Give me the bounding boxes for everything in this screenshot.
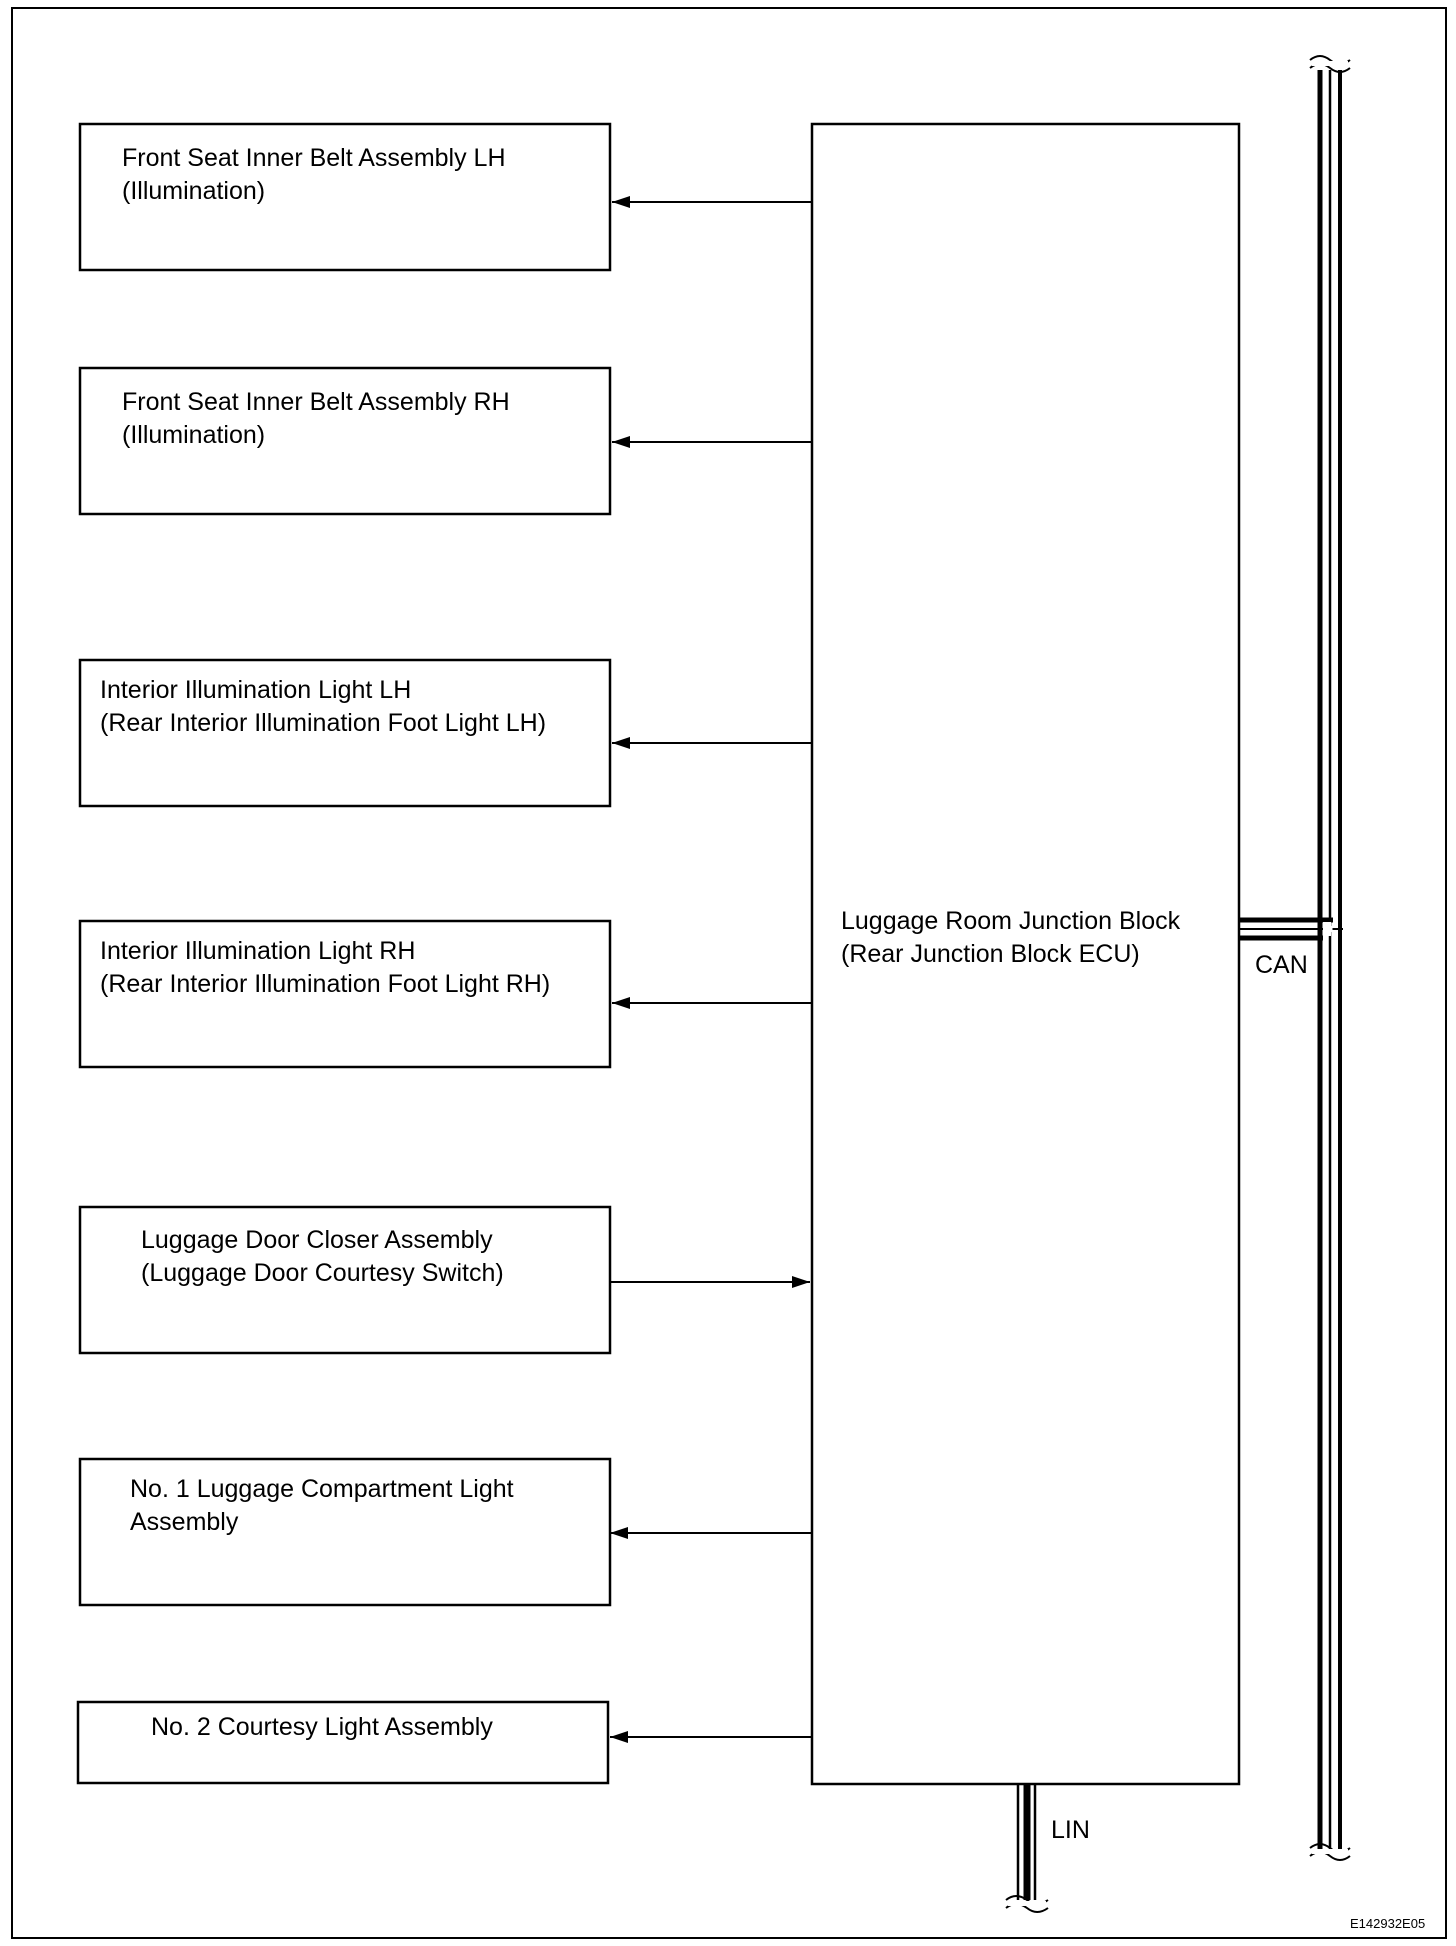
lin-bus-label: LIN — [1051, 1816, 1090, 1844]
component-label-courtesy-light-2: No. 2 Courtesy Light Assembly — [151, 1713, 493, 1741]
lin-bus: LIN — [1005, 1784, 1090, 1913]
component-luggage-compartment-light: No. 1 Luggage Compartment Light Assembly — [78, 1457, 612, 1607]
component-label-interior-light-rh: Interior Illumination Light RH (Rear Int… — [100, 937, 550, 998]
component-interior-light-rh: Interior Illumination Light RH (Rear Int… — [78, 919, 612, 1069]
component-courtesy-light-2: No. 2 Courtesy Light Assembly — [76, 1700, 610, 1785]
component-label-luggage-compartment-light: No. 1 Luggage Compartment Light Assembly — [130, 1475, 521, 1536]
ecu-label: Luggage Room Junction Block (Rear Juncti… — [841, 907, 1187, 968]
ecu-luggage-room-junction-block: Luggage Room Junction Block (Rear Juncti… — [810, 122, 1241, 1786]
component-interior-light-lh: Interior Illumination Light LH (Rear Int… — [78, 658, 612, 808]
can-bus: CAN — [1239, 55, 1351, 1861]
component-label-front-seat-belt-lh: Front Seat Inner Belt Assembly LH (Illum… — [122, 144, 512, 205]
figure-id: E142932E05 — [1350, 1916, 1425, 1931]
can-bus-label: CAN — [1255, 951, 1308, 979]
component-label-interior-light-lh: Interior Illumination Light LH (Rear Int… — [100, 676, 546, 737]
component-label-front-seat-belt-rh: Front Seat Inner Belt Assembly RH (Illum… — [122, 388, 517, 449]
component-front-seat-belt-lh: Front Seat Inner Belt Assembly LH (Illum… — [78, 122, 612, 272]
component-luggage-door-closer: Luggage Door Closer Assembly (Luggage Do… — [78, 1205, 612, 1355]
component-label-luggage-door-closer: Luggage Door Closer Assembly (Luggage Do… — [141, 1226, 504, 1287]
diagram-frame — [11, 7, 1447, 1939]
component-front-seat-belt-rh: Front Seat Inner Belt Assembly RH (Illum… — [78, 366, 612, 516]
